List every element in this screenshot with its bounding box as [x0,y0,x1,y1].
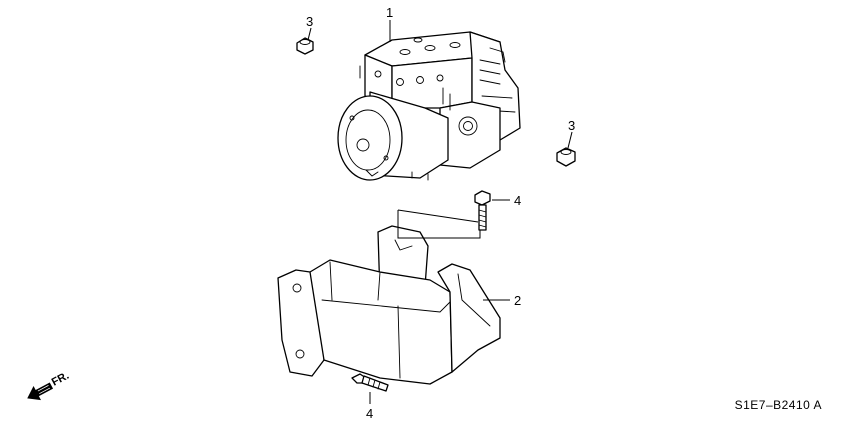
leader-lines [307,20,573,404]
nut-upper-left [296,37,314,55]
nut-right [556,147,576,167]
bolt-upper [474,190,491,231]
callout-part-4-lower: 4 [366,406,373,421]
bolt-lower [351,373,389,392]
direction-label: FR. [50,370,71,389]
modulator-bracket [277,225,501,385]
callout-part-3-upper: 3 [306,14,313,29]
abs-modulator-unit [337,31,521,181]
callout-part-1: 1 [386,5,393,20]
callout-part-4-upper: 4 [514,193,521,208]
diagram-code: S1E7–B2410 A [734,398,822,412]
forward-arrow-icon [27,382,54,401]
callout-part-2: 2 [514,293,521,308]
callout-part-3-right: 3 [568,118,575,133]
